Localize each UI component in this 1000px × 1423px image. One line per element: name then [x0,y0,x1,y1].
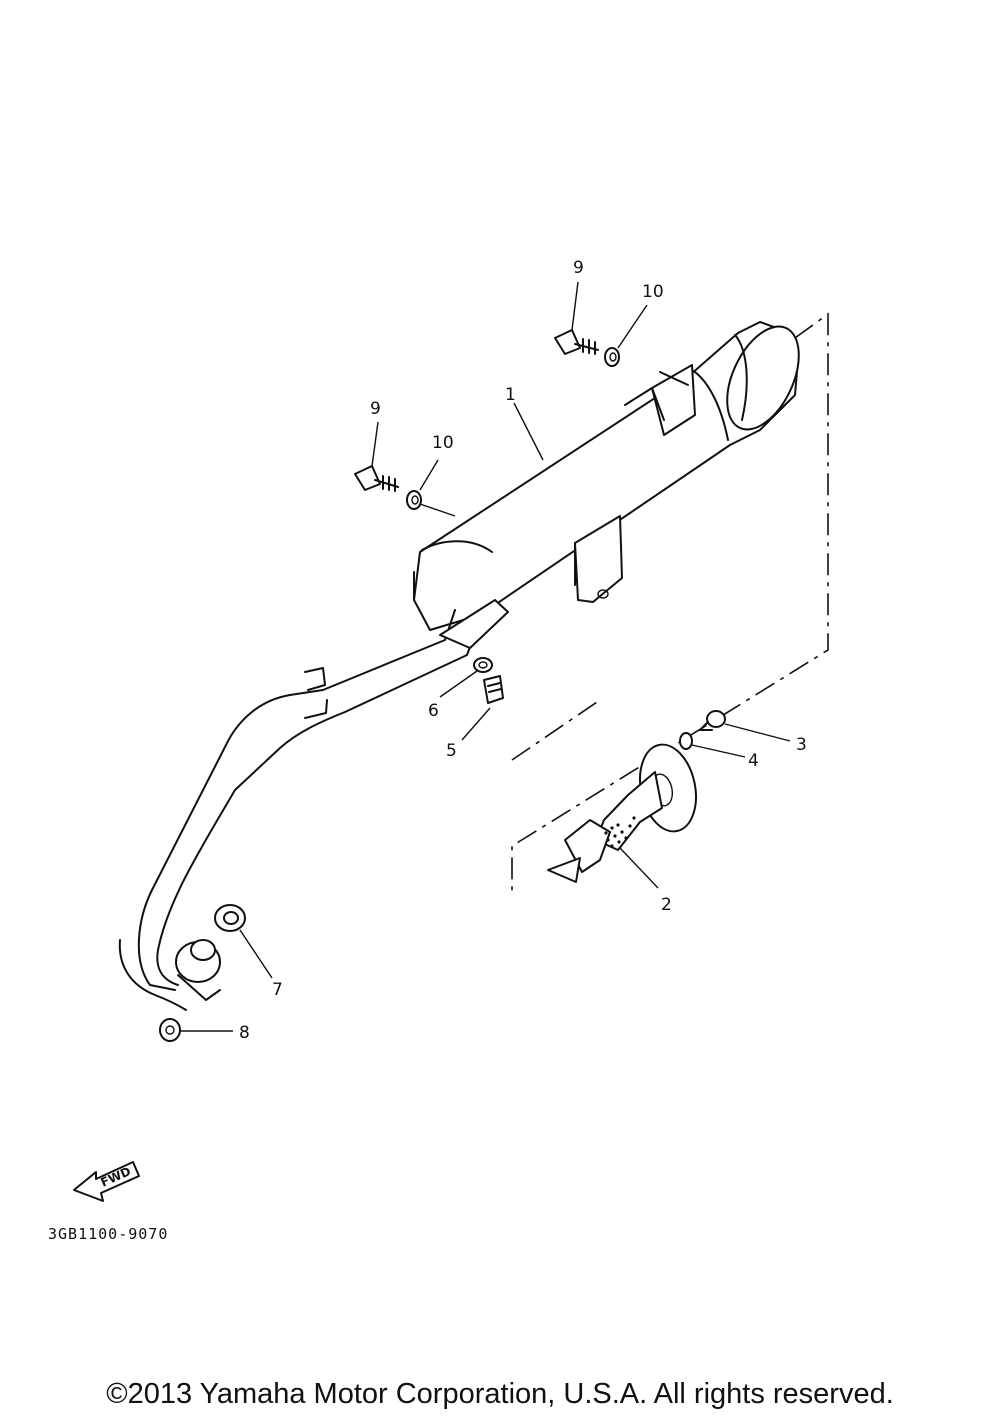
callout-1: 1 [505,385,516,405]
exhaust-flange [175,939,221,1001]
callout-6: 6 [428,701,439,721]
leader-lines [180,281,791,1032]
callout-8: 8 [239,1023,250,1043]
diagram-code: 3GB1100-9070 [48,1225,168,1243]
callout-9-upper: 9 [573,258,584,278]
callout-2: 2 [661,895,672,915]
forward-arrow-icon: FWD [73,1161,140,1202]
muffler-bolt-lower [354,465,399,492]
exhaust-header-pipe [118,599,509,1011]
callout-numbers: 1 2 3 4 5 6 7 8 9 9 10 10 [239,258,807,1043]
pipe-washer [473,657,493,673]
muffler-washer-lower [406,490,422,510]
callout-9-lower: 9 [370,399,381,419]
callout-3: 3 [796,735,807,755]
muffler-bolt-upper [554,329,599,355]
exhaust-nut [159,1018,181,1042]
callout-10-upper: 10 [642,282,664,302]
callout-4: 4 [748,751,759,771]
pipe-bolt [483,675,504,704]
arrester-washer [679,732,693,750]
arrester-bolt [699,710,726,731]
callout-10-lower: 10 [432,433,454,453]
callout-5: 5 [446,741,457,761]
copyright-notice: ©2013 Yamaha Motor Corporation, U.S.A. A… [106,1378,894,1410]
spark-arrester [547,743,697,883]
callout-7: 7 [272,980,283,1000]
assembly-boundary-lines [511,312,829,897]
exhaust-gasket [214,904,246,932]
muffler-washer-upper [604,347,620,367]
muffler-body [413,321,800,631]
